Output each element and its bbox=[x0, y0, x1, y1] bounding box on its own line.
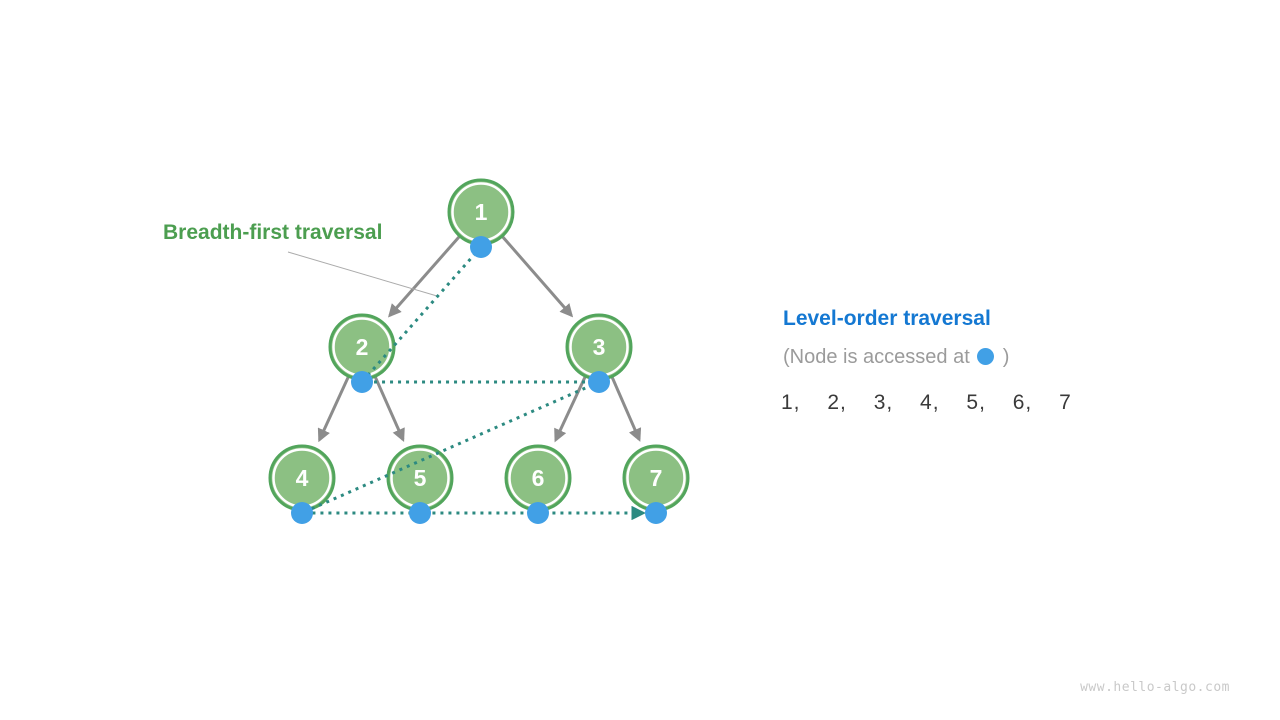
tree-node-2: 2 bbox=[328, 313, 396, 381]
traversal-sequence: 1, 2, 3, 4, 5, 6, 7 bbox=[781, 391, 1072, 414]
tree-edge-3-7 bbox=[610, 375, 642, 442]
tree-node-1: 1 bbox=[447, 178, 515, 246]
access-dot-5 bbox=[409, 502, 431, 524]
node-label: 7 bbox=[650, 465, 663, 491]
tree-edge-3-6 bbox=[554, 375, 587, 443]
tree-node-4: 4 bbox=[268, 444, 336, 512]
node-access-note: (Node is accessed at) bbox=[783, 344, 1009, 370]
access-dots-layer bbox=[291, 236, 667, 524]
node-label: 6 bbox=[532, 465, 545, 491]
access-dot-2 bbox=[351, 371, 373, 393]
access-dot-1 bbox=[470, 236, 492, 258]
access-dot-4 bbox=[291, 502, 313, 524]
note-prefix: (Node is accessed at bbox=[783, 346, 970, 368]
tree-node-7: 7 bbox=[622, 444, 690, 512]
access-dot-7 bbox=[645, 502, 667, 524]
level-order-label: Level-order traversal bbox=[783, 307, 991, 330]
node-label: 4 bbox=[296, 465, 309, 491]
caption-pointer-line bbox=[287, 251, 438, 297]
tree-node-3: 3 bbox=[565, 313, 633, 381]
tree-edge-2-5 bbox=[373, 375, 405, 443]
access-dot-3 bbox=[588, 371, 610, 393]
breadth-first-label: Breadth-first traversal bbox=[163, 221, 383, 244]
access-dot-6 bbox=[527, 502, 549, 524]
node-label: 2 bbox=[356, 334, 369, 360]
tree-node-5: 5 bbox=[386, 444, 454, 512]
blue-dot-icon bbox=[976, 348, 994, 365]
node-label: 1 bbox=[475, 199, 488, 225]
tree-edge-2-4 bbox=[317, 375, 351, 443]
tree-edge-1-3 bbox=[500, 235, 574, 318]
node-label: 3 bbox=[593, 334, 606, 360]
tree-edge-1-2 bbox=[388, 235, 461, 318]
note-suffix: ) bbox=[1002, 346, 1010, 368]
tree-node-6: 6 bbox=[504, 444, 572, 512]
watermark: www.hello-algo.com bbox=[1080, 680, 1230, 695]
node-label: 5 bbox=[414, 465, 427, 491]
tree-edges-layer bbox=[317, 235, 642, 443]
annotation-layer bbox=[287, 251, 438, 297]
